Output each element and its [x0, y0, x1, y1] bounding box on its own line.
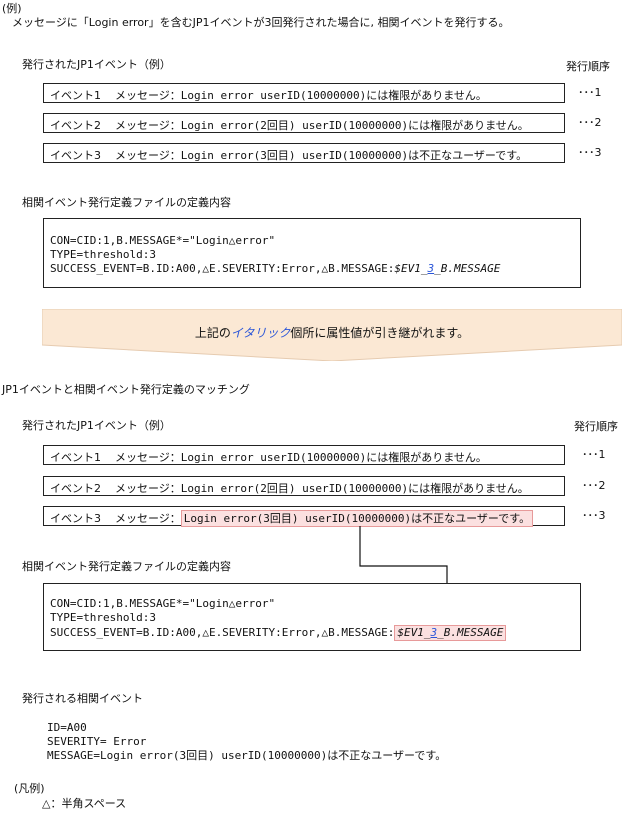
definition-line: CON=CID:1,B.MESSAGE*="Login△error" [50, 597, 276, 610]
event-label: イベント2 [50, 119, 101, 132]
event-message: Login error(2回目) userID(10000000)には権限があり… [180, 119, 529, 132]
events-heading: 発行されたJP1イベント（例） [22, 58, 171, 71]
message-prefix: メッセージ： [115, 451, 181, 464]
definition-line: TYPE=threshold:3 [50, 248, 156, 261]
variable-number: 3 [430, 626, 438, 639]
event-label: イベント1 [50, 451, 101, 464]
event-order: ･･･2 [582, 479, 606, 492]
event-box-3: イベント3 メッセージ：Login error(3回目) userID(10000… [43, 506, 565, 527]
variable-number: 3 [427, 262, 435, 275]
result-line: ID=A00 [47, 721, 87, 734]
event-box-1: イベント1 メッセージ：Login error userID(10000000)に… [43, 445, 565, 465]
success-prefix: SUCCESS_EVENT=B.ID:A00,△E.SEVERITY:Error… [50, 262, 395, 275]
definition-line: CON=CID:1,B.MESSAGE*="Login△error" [50, 234, 276, 247]
events-heading: 発行されたJP1イベント（例） [22, 419, 171, 432]
message-prefix: メッセージ： [115, 482, 181, 495]
event-order: ･･･1 [578, 86, 602, 99]
variable-part: _B.MESSAGE [437, 626, 504, 639]
definition-heading: 相関イベント発行定義ファイルの定義内容 [22, 560, 231, 573]
message-prefix: メッセージ： [115, 512, 181, 525]
event-label: イベント1 [50, 89, 101, 102]
definition-line: TYPE=threshold:3 [50, 611, 156, 624]
event-label: イベント3 [50, 512, 101, 525]
event-order: ･･･1 [582, 448, 606, 461]
order-heading: 発行順序 [574, 420, 618, 433]
event-order: ･･･2 [578, 116, 602, 129]
definition-box: CON=CID:1,B.MESSAGE*="Login△error" TYPE=… [43, 218, 581, 288]
result-line: SEVERITY= Error [47, 735, 147, 748]
definition-heading: 相関イベント発行定義ファイルの定義内容 [22, 196, 231, 209]
matching-heading: JP1イベントと相関イベント発行定義のマッチング [2, 383, 250, 396]
event-box-2: イベント2 メッセージ：Login error(2回目) userID(10000… [43, 113, 565, 133]
success-event-line: SUCCESS_EVENT=B.ID:A00,△E.SEVERITY:Error… [50, 625, 507, 641]
event-label: イベント2 [50, 482, 101, 495]
legend-heading: (凡例) [14, 782, 45, 795]
message-prefix: メッセージ： [115, 149, 181, 162]
variable-part: _B.MESSAGE [434, 262, 501, 275]
example-heading: (例) [2, 2, 22, 15]
message-prefix: メッセージ： [115, 119, 181, 132]
banner-arrow-shape [42, 309, 622, 361]
event-box-2: イベント2 メッセージ：Login error(2回目) userID(10000… [43, 476, 565, 496]
event-label: イベント3 [50, 149, 101, 162]
event-message: Login error(2回目) userID(10000000)には権限があり… [180, 482, 529, 495]
definition-box: CON=CID:1,B.MESSAGE*="Login△error" TYPE=… [43, 583, 581, 651]
result-heading: 発行される相関イベント [22, 692, 143, 705]
variable-part: $EV1_ [397, 626, 431, 639]
event-order: ･･･3 [582, 509, 606, 522]
event-message: Login error userID(10000000)には権限がありません。 [180, 451, 487, 464]
success-prefix: SUCCESS_EVENT=B.ID:A00,△E.SEVERITY:Error… [50, 626, 395, 639]
inheritance-banner: 上記のイタリック個所に属性値が引き継がれます。 [42, 309, 622, 361]
variable-part: $EV1_ [394, 262, 428, 275]
event-box-3: イベント3 メッセージ：Login error(3回目) userID(10000… [43, 143, 565, 163]
event-message: Login error(3回目) userID(10000000)は不正なユーザ… [180, 149, 528, 162]
result-line: MESSAGE=Login error(3回目) userID(10000000… [47, 749, 447, 762]
message-prefix: メッセージ： [115, 89, 181, 102]
event-order: ･･･3 [578, 146, 602, 159]
description: メッセージに「Login error」を含むJP1イベントが3回発行された場合に… [12, 16, 510, 29]
highlighted-message: Login error(3回目) userID(10000000)は不正なユーザ… [180, 510, 534, 527]
legend-item: △：半角スペース [42, 797, 127, 810]
italic-word: イタリック [230, 326, 291, 340]
banner-text: 上記のイタリック個所に属性値が引き継がれます。 [194, 326, 470, 340]
order-heading: 発行順序 [566, 60, 610, 73]
event-box-1: イベント1 メッセージ：Login error userID(10000000)に… [43, 83, 565, 103]
highlighted-variable: $EV1_3_B.MESSAGE [394, 625, 507, 641]
success-event-line: SUCCESS_EVENT=B.ID:A00,△E.SEVERITY:Error… [50, 262, 500, 276]
event-message: Login error userID(10000000)には権限がありません。 [180, 89, 487, 102]
